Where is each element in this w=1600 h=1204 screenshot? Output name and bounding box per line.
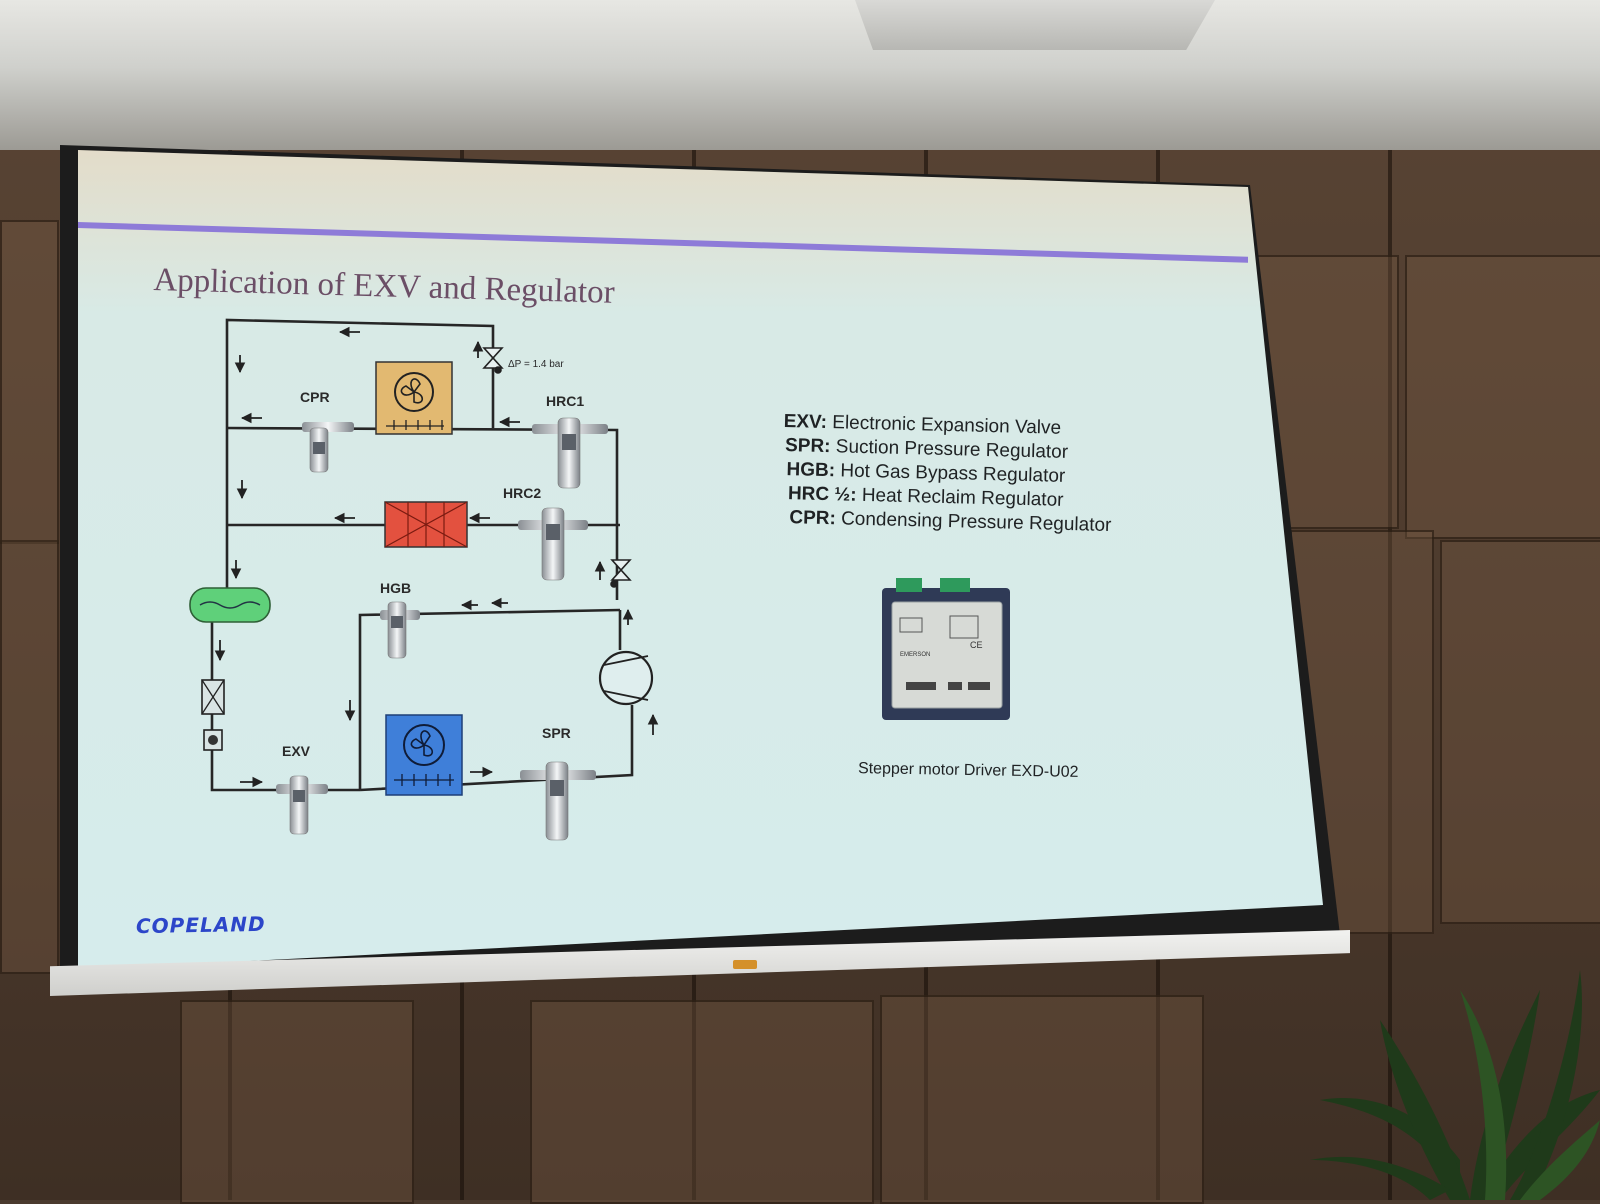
spr-valve [520,761,596,841]
label-hrc2: HRC2 [503,485,541,501]
filter-drier [201,679,225,715]
exv-valve [276,775,328,835]
check-valve-top [482,347,504,374]
hrc1-valve [532,417,608,489]
label-cpr: CPR [300,389,330,405]
abbreviation-legend: EXV: Electronic Expansion Valve SPR: Suc… [781,410,1114,538]
stepper-driver-image: EMERSON CE [882,578,1010,720]
check-valve-right [610,559,632,588]
wall-panel-left-lower [0,540,59,974]
liquid-receiver [189,587,271,623]
sight-glass [203,729,223,751]
hrc2-valve [518,507,588,581]
wall-panel-bottom-3 [880,995,1204,1204]
hgb-valve [380,601,420,659]
copeland-logo: COPELAND [135,911,266,939]
evaporator-fan-unit [385,714,463,796]
label-hgb: HGB [380,580,411,596]
compressor [598,650,654,706]
wall-panel-right-4 [1440,540,1600,924]
driver-brand-text: EMERSON [900,652,930,658]
driver-caption: Stepper motor Driver EXD-U02 [857,760,1079,781]
flow-arrows [214,326,659,788]
ceiling-projector-mount [855,0,1215,50]
wall-panel-left [0,220,59,544]
driver-ce-mark: CE [970,640,983,650]
condenser-fan-unit [375,361,453,435]
projection-screen [78,150,1323,970]
label-exv: EXV [282,743,311,759]
label-hrc1: HRC1 [546,393,584,409]
label-delta-p: ΔP = 1.4 bar [508,359,564,370]
potted-plant [1310,970,1600,1200]
refrigeration-schematic: CPR HRC1 HRC2 HGB EXV SPR ΔP = 1.4 bar [189,318,659,841]
cpr-valve [302,422,354,473]
ceiling [0,0,1600,150]
screen-logo-badge [733,960,757,969]
wall-panel-bottom-1 [180,1000,414,1204]
wall-panel-right-2 [1405,255,1600,539]
heat-reclaim-coil [384,501,468,548]
label-spr: SPR [542,725,571,741]
wall-panel-bottom-2 [530,1000,874,1204]
